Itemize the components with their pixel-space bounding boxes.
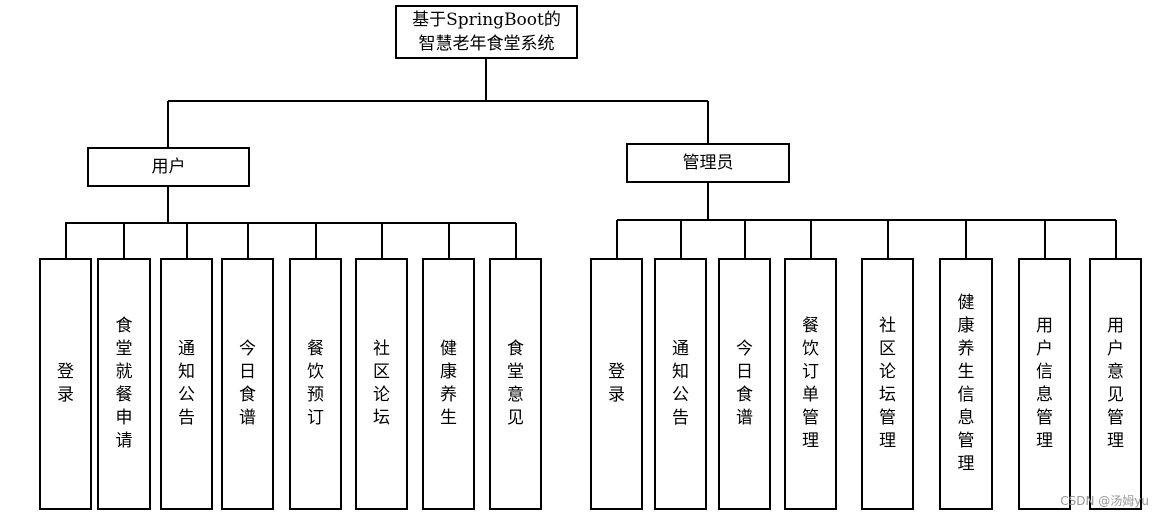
admin-module-label: 餐饮订单管理 — [801, 316, 819, 451]
user-label: 用户 — [151, 157, 186, 177]
admin-module-3: 今日食谱 — [718, 258, 771, 510]
user-module-3: 通知公告 — [160, 258, 213, 510]
admin-module-label: 用户信息管理 — [1035, 316, 1053, 451]
admin-module-6: 健康养生信息管理 — [939, 258, 993, 510]
user-module-label: 今日食谱 — [238, 339, 256, 428]
admin-node: 管理员 — [626, 143, 790, 183]
admin-module-5: 社区论坛管理 — [861, 258, 914, 510]
admin-module-label: 社区论坛管理 — [878, 316, 896, 451]
admin-module-7: 用户信息管理 — [1018, 258, 1071, 510]
admin-module-label: 登录 — [607, 362, 625, 405]
user-module-2: 食堂就餐申请 — [97, 258, 151, 510]
user-module-label: 食堂就餐申请 — [115, 316, 133, 451]
user-module-8: 食堂意见 — [489, 258, 542, 510]
user-module-4: 今日食谱 — [221, 258, 274, 510]
root-title-line-1: 基于SpringBoot的 — [412, 10, 561, 30]
user-module-label: 餐饮预订 — [306, 339, 324, 428]
admin-module-label: 用户意见管理 — [1106, 316, 1124, 451]
admin-module-label: 今日食谱 — [735, 339, 753, 428]
admin-module-2: 通知公告 — [654, 258, 707, 510]
root-title-line-2: 智慧老年食堂系统 — [418, 34, 555, 54]
admin-label: 管理员 — [682, 153, 734, 173]
admin-module-8: 用户意见管理 — [1089, 258, 1142, 510]
admin-module-1: 登录 — [590, 258, 643, 510]
user-module-6: 社区论坛 — [355, 258, 408, 510]
user-module-label: 通知公告 — [177, 339, 195, 428]
user-module-label: 健康养生 — [439, 339, 457, 428]
admin-module-label: 通知公告 — [671, 339, 689, 428]
root-node: 基于SpringBoot的 智慧老年食堂系统 — [395, 5, 578, 59]
user-module-7: 健康养生 — [422, 258, 475, 510]
user-node: 用户 — [87, 147, 250, 187]
user-module-label: 登录 — [56, 362, 74, 405]
user-module-5: 餐饮预订 — [289, 258, 342, 510]
user-module-1: 登录 — [39, 258, 92, 510]
user-module-label: 社区论坛 — [372, 339, 390, 428]
user-module-label: 食堂意见 — [506, 339, 524, 428]
admin-module-4: 餐饮订单管理 — [784, 258, 837, 510]
admin-module-label: 健康养生信息管理 — [957, 293, 975, 474]
watermark: CSDN @汤姆yu — [1060, 494, 1149, 508]
